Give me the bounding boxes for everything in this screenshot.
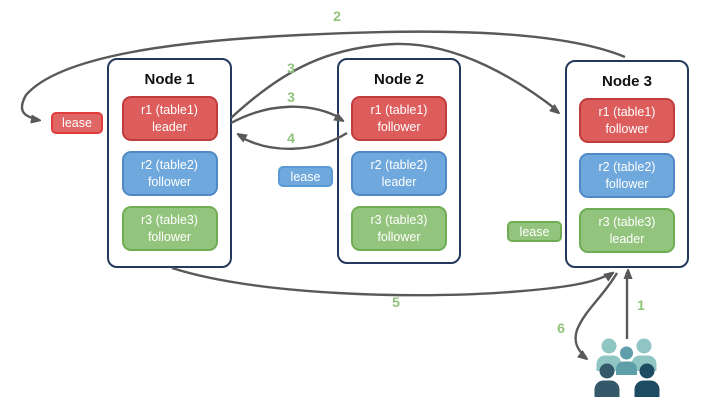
lease-badge-red: lease xyxy=(51,112,103,134)
step-label-3a: 3 xyxy=(287,60,295,76)
replica-name: r1 (table1) xyxy=(598,105,656,120)
step-label-6: 6 xyxy=(557,320,565,336)
node-1-title: Node 1 xyxy=(144,71,195,88)
node-2-title: Node 2 xyxy=(373,71,424,88)
person-icon-bottom-right xyxy=(634,363,660,397)
replica-name: r3 (table3) xyxy=(141,213,198,228)
node-1-replica-r1: r1 (table1) leader xyxy=(121,96,218,141)
node-3-title: Node 3 xyxy=(601,73,652,90)
replica-role: leader xyxy=(381,174,417,189)
arrow-step-5 xyxy=(171,266,611,297)
replica-role: leader xyxy=(609,231,645,246)
node-3-replica-r2: r2 (table2) follower xyxy=(579,153,675,198)
replica-name: r3 (table3) xyxy=(370,213,428,228)
replica-role: follower xyxy=(147,229,192,244)
replica-name: r2 (table2) xyxy=(141,158,198,173)
replica-name: r1 (table1) xyxy=(370,103,428,118)
replica-role: follower xyxy=(377,229,421,244)
node-1-panel: Node 1 r1 (table1) leader r2 (table2) fo… xyxy=(107,58,232,268)
replica-role: follower xyxy=(377,119,421,134)
node-3-replica-r3: r3 (table3) leader xyxy=(579,208,675,253)
node-3-panel: Node 3 r1 (table1) follower r2 (table2) … xyxy=(565,60,689,268)
replica-role: leader xyxy=(152,119,187,134)
node-3-replica-r1: r1 (table1) follower xyxy=(579,98,675,143)
replica-name: r2 (table2) xyxy=(598,160,656,175)
replica-name: r2 (table2) xyxy=(370,158,428,173)
arrow-step-3-to-node2 xyxy=(230,105,342,125)
replica-role: follower xyxy=(605,176,649,191)
step-label-5: 5 xyxy=(392,294,400,310)
lease-badge-blue: lease xyxy=(278,166,333,187)
replica-role: follower xyxy=(147,174,192,189)
step-label-3b: 3 xyxy=(287,89,295,105)
step-label-4: 4 xyxy=(287,130,295,146)
step-label-1: 1 xyxy=(637,297,645,313)
users-icon xyxy=(594,338,660,397)
person-icon-bottom-left xyxy=(594,363,620,397)
lease-badge-green: lease xyxy=(507,221,562,242)
node-2-panel: Node 2 r1 (table1) follower r2 (table2) … xyxy=(337,58,461,264)
replica-role: follower xyxy=(605,121,649,136)
step-label-2: 2 xyxy=(333,8,341,24)
node-1-replica-r2: r2 (table2) follower xyxy=(121,151,218,196)
replica-name: r1 (table1) xyxy=(141,103,198,118)
node-2-replica-r2: r2 (table2) leader xyxy=(351,151,447,196)
person-icon-middle xyxy=(616,346,637,375)
node-1-replica-r3: r3 (table3) follower xyxy=(121,206,218,251)
replica-name: r3 (table3) xyxy=(598,215,656,230)
node-2-replica-r3: r3 (table3) follower xyxy=(351,206,447,251)
node-2-replica-r1: r1 (table1) follower xyxy=(351,96,447,141)
